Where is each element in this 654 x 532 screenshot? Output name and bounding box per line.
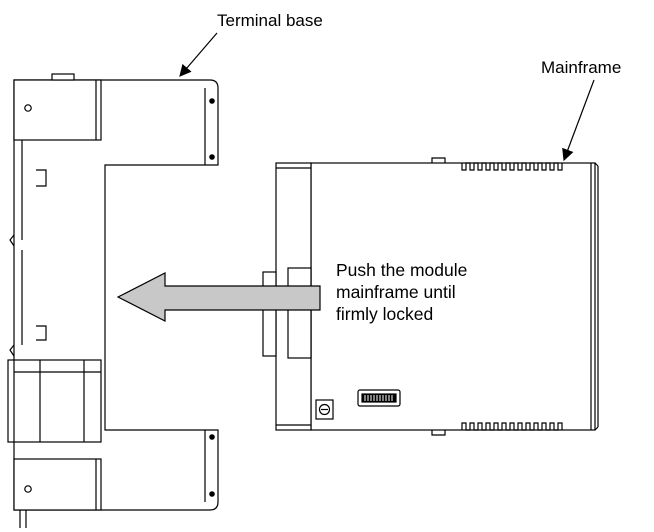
terminal-base-label: Terminal base xyxy=(217,11,323,30)
instruction-line-2: mainframe until xyxy=(336,282,456,302)
terminal-base-leader xyxy=(179,32,218,77)
terminal-base xyxy=(7,73,219,528)
mainframe-label: Mainframe xyxy=(541,58,622,77)
instruction-label: Push the module mainframe until firmly l… xyxy=(336,259,467,325)
mainframe-leader xyxy=(562,79,595,162)
mainframe-module xyxy=(262,157,599,436)
instruction-line-1: Push the module xyxy=(336,260,468,280)
push-arrow-icon xyxy=(116,272,321,322)
pin-connector-icon xyxy=(357,389,401,407)
rotary-dial-icon xyxy=(315,399,334,420)
instruction-line-3: firmly locked xyxy=(336,304,434,324)
